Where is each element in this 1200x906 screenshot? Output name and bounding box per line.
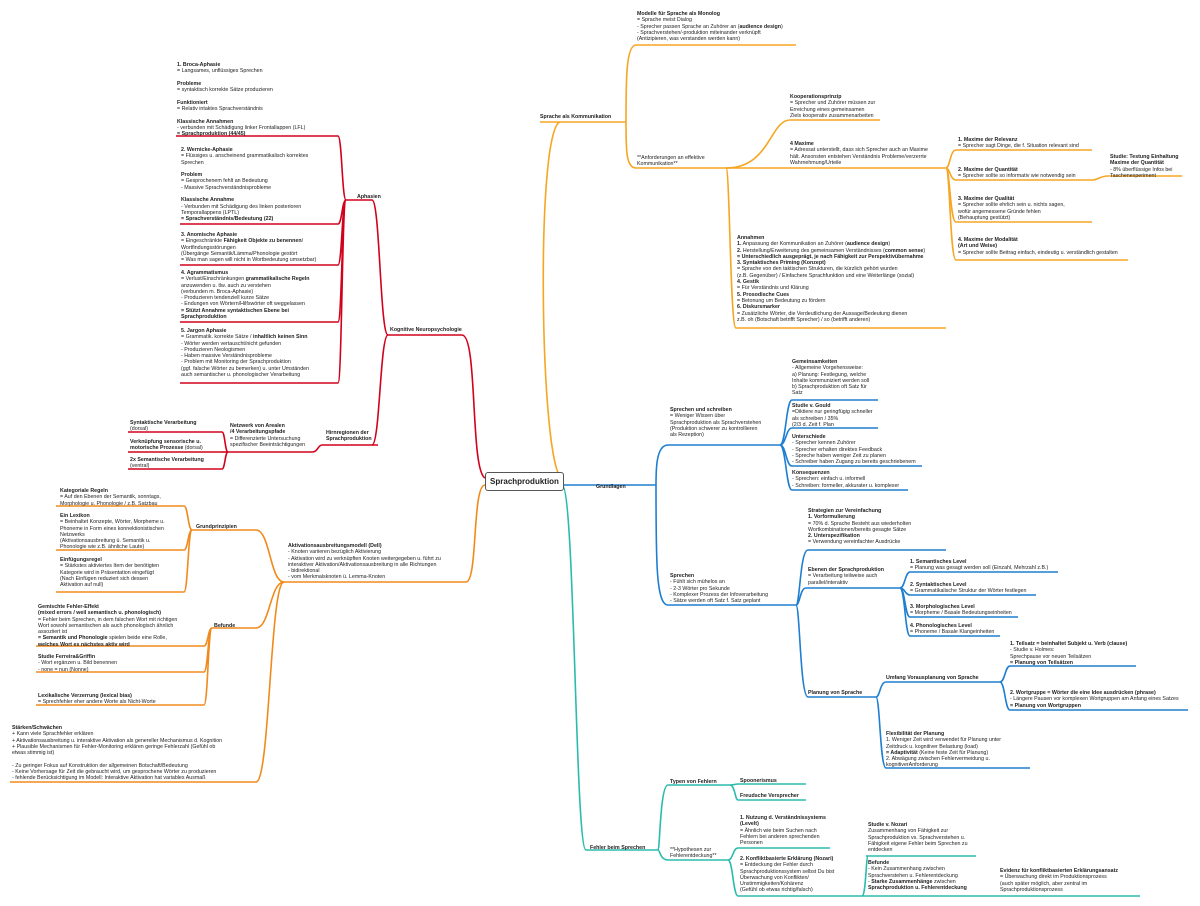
node-unterschiede[interactable]: Unterschiede - Sprecher kennen Zuhörer -… [792, 434, 916, 466]
node-umfang-vorausplanung[interactable]: Umfang Vorausplanung von Sprache [886, 675, 979, 681]
node-grundlagen[interactable]: Grundlagen [596, 484, 626, 490]
node-nutzung-verstaendnissystem[interactable]: 1. Nutzung d. Verständnissystems (Levelt… [740, 815, 826, 847]
node-spoonerismus[interactable]: Spoonerismus [740, 778, 777, 784]
node-sprechen-und-schreiben[interactable]: Sprechen und schreiben = Weniger Wissen … [670, 407, 762, 439]
branch-aktivationsmodell [10, 484, 486, 783]
node-syntaktisches-level[interactable]: 2. Syntaktisches Level = Grammatikalisch… [910, 582, 1027, 595]
node-netzwerk-areale[interactable]: Netzwerk von Arealen /4 Verarbeitungspfa… [230, 423, 306, 448]
branch-neuropsychologie [128, 135, 486, 479]
node-aphasien[interactable]: Aphasien [357, 194, 381, 200]
node-wernicke-aphasie[interactable]: 2. Wernicke-Aphasie = Flüssiges u. ansch… [181, 147, 309, 223]
node-studie-nozari[interactable]: Studie v. Nozari Zusammenhang von Fähigk… [868, 822, 968, 854]
node-konsequenzen[interactable]: Konsequenzen - Sprechen: einfach u. info… [792, 470, 900, 489]
node-studie-ferreira-griffin[interactable]: Studie Ferreira&Griffin - Wort ergänzen … [38, 654, 118, 673]
node-ebenen-sprachproduktion[interactable]: Ebenen der Sprachproduktion = Verarbeitu… [808, 567, 884, 586]
node-anforderungen[interactable]: **Anforderungen an effektive Kommunikati… [637, 155, 705, 168]
node-gemischte-fehler-effekt[interactable]: Gemischte Fehler-Effekt (mixed errors / … [38, 604, 178, 648]
node-fehler-beim-sprechen[interactable]: Fehler beim Sprechen [590, 845, 646, 851]
node-studie-gould[interactable]: Studie v. Gould =Diktiere nur geringfügi… [792, 403, 873, 428]
node-grundprinzipien[interactable]: Grundprinzipien [196, 524, 237, 530]
node-gemeinsamkeiten[interactable]: Gemeinsamkeiten - Allgemeine Vorgehenswe… [792, 359, 870, 397]
node-strategien-vereinfachung[interactable]: Strategien zur Vereinfachung 1. Vorformu… [808, 508, 912, 546]
node-semantische-verarbeitung[interactable]: 2x Semantische Verarbeitung (ventral) [130, 457, 204, 470]
node-kooperationsprinzip[interactable]: Kooperationsprinzip = Sprecher und Zuhör… [790, 94, 876, 119]
node-typen-von-fehlern[interactable]: Typen von Fehlern [670, 779, 717, 785]
branch-kommunikation [540, 44, 1182, 479]
node-semantisches-level[interactable]: 1. Semantisches Level = Planung was gesa… [910, 559, 1049, 572]
node-syntaktische-verarbeitung[interactable]: Syntaktische Verarbeitung (dorsal) [130, 420, 197, 433]
node-annahmen[interactable]: Annahmen 1. Anpassung der Kommunikation … [737, 235, 926, 323]
node-freudsche-versprecher[interactable]: Freudsche Versprecher [740, 793, 799, 799]
node-sprechen[interactable]: Sprechen - Fühlt sich mühelos an - 2-3 W… [670, 573, 769, 605]
node-ein-lexikon[interactable]: Ein Lexikon = Beinhaltet Konzepte, Wörte… [60, 513, 165, 551]
central-topic[interactable]: Sprachproduktion [485, 472, 564, 491]
node-befunde-nozari[interactable]: Befunde - Kein Zusammenhang zwischen Spr… [868, 860, 967, 892]
node-sprache-als-kommunikation[interactable]: Sprache als Kommunikation [540, 114, 612, 120]
node-studie-einhaltung[interactable]: Studie: Testung Einhaltung Maxime der Qu… [1110, 154, 1179, 179]
node-evidenz-konfliktansatz[interactable]: Evidenz für konfliktbasierten Erklärungs… [1000, 868, 1119, 893]
branch-fehler [561, 484, 1140, 897]
node-broca-aphasie[interactable]: 1. Broca-Aphasie = Langsames, unflüssige… [177, 62, 306, 138]
node-anomische-aphasie[interactable]: 3. Anomische Aphasie = Eingeschränkte Fä… [181, 232, 317, 264]
node-aktivationsausbreitungsmodell[interactable]: Aktivationsausbreitungsmodell (Dell) - K… [288, 543, 441, 581]
node-maxime-quantitaet[interactable]: 2. Maxime der Quantität = Sprecher sollt… [958, 167, 1076, 180]
node-kognitive-neuropsychologie[interactable]: Kognitive Neuropsychologie [390, 327, 462, 333]
node-einfuegungsregel[interactable]: Einfügungsregel = Stärkstes aktiviertes … [60, 557, 160, 589]
node-konfliktbasierte-erklaerung[interactable]: 2. Konfliktbasierte Erklärung (Nozari) =… [740, 856, 835, 894]
node-maxime-qualitaet[interactable]: 3. Maxime der Qualität = Sprecher sollte… [958, 196, 1065, 221]
node-morphologisches-level[interactable]: 3. Morphologisches Level = Morpheme / Ba… [910, 604, 1012, 617]
node-staerken-schwaechen[interactable]: Stärken/Schwächen + Kann viele Sprachfeh… [12, 725, 223, 782]
node-planung-von-sprache[interactable]: Planung von Sprache [808, 690, 863, 696]
node-jargon-aphasie[interactable]: 5. Jargon Aphasie = Grammatik. korrekte … [181, 328, 310, 379]
branch-grundlagen [562, 399, 1188, 769]
node-kategoriale-regeln[interactable]: Kategoriale Regeln = Auf den Ebenen der … [60, 488, 161, 507]
node-lexikalische-verzerrung[interactable]: Lexikalische Verzerrung (lexical bias) =… [38, 693, 156, 706]
node-agrammatismus[interactable]: 4. Agrammatismus = Verlust/Einschränkung… [181, 270, 310, 321]
node-phonologisches-level[interactable]: 4. Phonologisches Level = Phoneme / Basa… [910, 623, 995, 636]
node-befunde[interactable]: Befunde [214, 623, 236, 629]
node-hirnregionen[interactable]: Hirnregionen der Sprachproduktion [326, 430, 372, 443]
node-4-maxime[interactable]: 4 Maxime = Adressat unterstellt, dass si… [790, 141, 928, 166]
node-flexibilitaet-planung[interactable]: Flexibilität der Planung 1. Weniger Zeit… [886, 731, 1002, 769]
node-wortgruppe[interactable]: 2. Wortgruppe = Wörter die eine Idee aus… [1010, 690, 1179, 709]
node-maxime-modalitaet[interactable]: 4. Maxime der Modalität (Art und Weise) … [958, 237, 1118, 256]
node-maxime-relevanz[interactable]: 1. Maxime der Relevanz = Sprecher sagt D… [958, 137, 1079, 150]
node-teilsatz[interactable]: 1. Teilsatz = beinhaltet Subjekt u. Verb… [1010, 641, 1128, 666]
node-modelle-monolog[interactable]: Modelle für Sprache als Monolog = Sprach… [637, 11, 783, 43]
node-hypothesen-fehlerentdeckung[interactable]: **Hypothesen zur Fehlerentdeckung** [670, 847, 717, 860]
node-verknuepfung-prozesse[interactable]: Verknüpfung sensorische u. motorische Pr… [130, 439, 203, 452]
